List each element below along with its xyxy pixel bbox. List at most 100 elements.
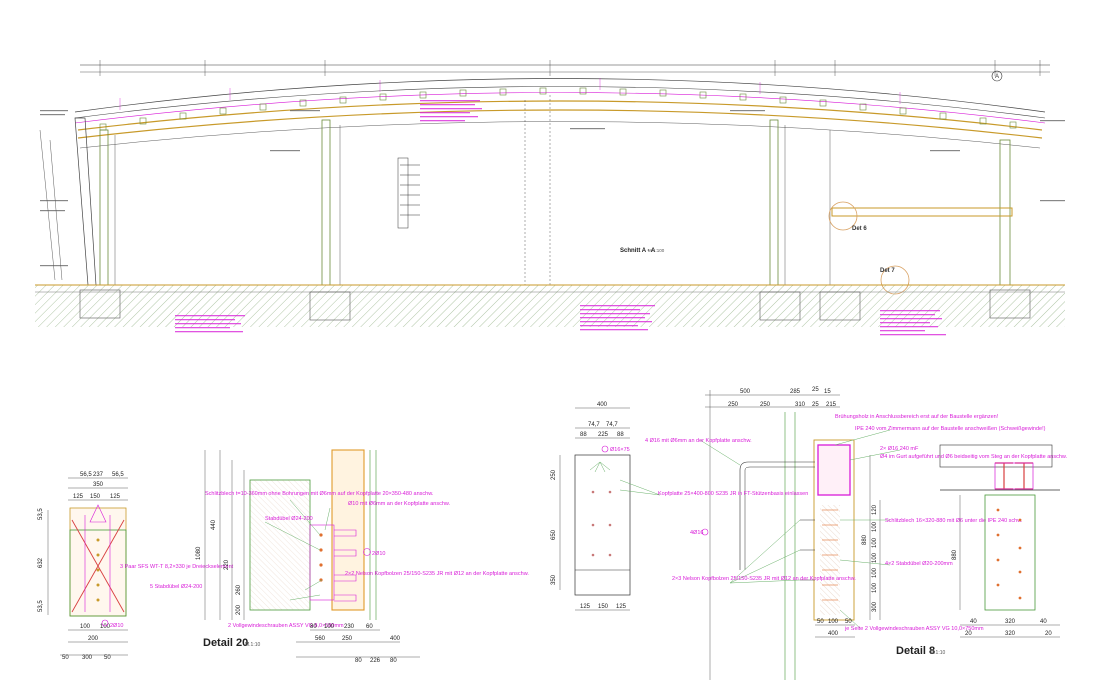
drawing-label: je Seite 2 Vollgewindeschrauben ASSY VG … (844, 626, 984, 632)
drawing-label: 100 (872, 537, 878, 548)
drawing-label: 285 (790, 389, 801, 395)
drawing-label: 440 (211, 519, 217, 530)
drawing-label: 225 (598, 432, 609, 438)
truss-nodes (99, 87, 1017, 131)
drawing-label: 25 (812, 387, 819, 393)
drawing-label: 15 (824, 389, 831, 395)
drawing-label: 74,7 (588, 422, 600, 428)
drawing-label: 250 (728, 402, 739, 408)
drawing-label: 5 Stabdübel Ø24-200 (150, 584, 202, 590)
drawing-label: 100 (100, 624, 111, 630)
drawing-label: Brühungsholz in Anschlussbereich erst au… (835, 414, 999, 420)
drawing-label: 88 (617, 432, 624, 438)
drawing-label: 20 (1045, 631, 1052, 637)
detail-6-circle (828, 201, 858, 231)
drawing-label: A (995, 74, 999, 80)
drawing-label: 50 (62, 655, 69, 661)
drawing-label: Det 6 (852, 226, 867, 232)
drawing-label: M 1:100 (648, 248, 665, 253)
drawing-label: 53,5 (38, 600, 44, 612)
drawing-label: 400 (828, 631, 839, 637)
drawing-label: 880 (862, 534, 868, 545)
drawing-label: 50 (817, 619, 824, 625)
drawing-label: 56,5 (112, 472, 124, 478)
drawing-label: 100 (872, 552, 878, 563)
drawing-label: 3 Paar SFS WT-T 8,2×330 je Dreieckseleme… (120, 564, 234, 570)
drawing-label: 100 (872, 582, 878, 593)
columns (99, 119, 1011, 286)
drawing-label: 320 (1005, 619, 1016, 625)
drawing-label: 100 (324, 624, 335, 630)
drawing-label: 500 (740, 389, 751, 395)
drawing-label: 53,5 (38, 508, 44, 520)
detail-20: 56,5 237 56,5 350 125 150 125 632 53,5 5… (38, 449, 529, 664)
drawing-label: 632 (38, 557, 44, 568)
drawing-label: 220 (224, 559, 230, 570)
drawing-label: 2 Vollgewindeschrauben ASSY VG 8,0×580mm (228, 623, 344, 629)
drawing-label: 200 (236, 604, 242, 615)
drawing-label: 74,7 (606, 422, 618, 428)
drawing-label: 80 (355, 658, 362, 664)
detail-20-title: Detail 20 (203, 637, 248, 649)
drawing-label: 350 (93, 482, 104, 488)
drawing-label: Schlitzblech 16×320-880 mit Ø6 unter die… (885, 518, 1023, 524)
drawing-label: 88 (580, 432, 587, 438)
detail-8-title: Detail 8 (896, 645, 935, 657)
drawing-label: 2×2 Nelson Kopfbolzen 25/150-S235 JR mit… (345, 571, 529, 577)
drawing-label: 237 (93, 472, 104, 478)
drawing-label: 4×2 Stabdübel Ø20-200mm (885, 561, 953, 567)
drawing-label: 100 (828, 619, 839, 625)
drawing-label: 60 (366, 624, 373, 630)
drawing-label: IPE 240 vom Zimmermann auf der Baustelle… (855, 426, 1046, 432)
drawing-label: 80 (390, 658, 397, 664)
drawing-label: Ø16×75 (610, 447, 630, 453)
drawing-label: 400 (597, 402, 608, 408)
drawing-label: 125 (580, 604, 591, 610)
drawing-label: 2× Ø16 240 mF (880, 446, 919, 452)
drawing-label: 4 Ø16 mit Ø6mm an der Kopfplatte anschw. (645, 438, 752, 444)
drawing-label: 350 (551, 574, 557, 585)
drawing-label: 40 (1040, 619, 1047, 625)
drawing-label: 50 (104, 655, 111, 661)
drawing-label: 25 (812, 402, 819, 408)
drawing-label: 125 (73, 494, 84, 500)
drawing-label: 560 (315, 636, 326, 642)
drawing-label: 2Ø10 (372, 551, 385, 557)
drawing-label: 150 (598, 604, 609, 610)
drawing-label: M.1:10 (930, 650, 946, 656)
drawing-label: 300 (82, 655, 93, 661)
drawing-label: 100 (872, 521, 878, 532)
drawing-label: 100 (80, 624, 91, 630)
drawing-label: Schlitzblech t=10-360mm ohne Bohrungen m… (205, 491, 434, 497)
drawing-label: 250 (760, 402, 771, 408)
drawing-label: 50 (845, 619, 852, 625)
drawing-label: 2Ø10 (110, 623, 123, 629)
drawing-label: 100 (872, 567, 878, 578)
drawing-label: Ø10 mit Ø6mm an der Kopfplatte anschw. (348, 501, 451, 507)
drawing-label: 56,5 (80, 472, 92, 478)
drawing-label: 260 (236, 584, 242, 595)
drawing-label: 226 (370, 658, 381, 664)
drawing-label: Det 7 (880, 268, 895, 274)
drawing-label: Kopfplatte 25×400-800 S235 JR in FT-Stüt… (658, 491, 808, 497)
drawing-label: 20 (965, 631, 972, 637)
drawing-label: 400 (390, 636, 401, 642)
drawing-label: 320 (1005, 631, 1016, 637)
drawing-label: 40 (970, 619, 977, 625)
drawing-label: 150 (90, 494, 101, 500)
drawing-label: 650 (551, 529, 557, 540)
drawing-label: 4Ø16 (690, 530, 703, 536)
drawing-label: Schnitt A - A (620, 248, 656, 254)
drawing-label: Ø4 im Gurt aufgeführt und Ø6 beidseitig … (880, 454, 1068, 460)
drawing-label: 1080 (196, 546, 202, 560)
section-a-a: A (35, 60, 1065, 336)
axis-marker: A (991, 70, 1003, 82)
drawing-label: 120 (872, 504, 878, 515)
drawing-label: 2×3 Nelson Kopfbolzen 25/150-S235 JR mit… (672, 576, 856, 582)
drawing-label: 880 (952, 549, 958, 560)
drawing-label: 215 (826, 402, 837, 408)
drawing-label: 125 (616, 604, 627, 610)
drawing-label: 200 (88, 636, 99, 642)
